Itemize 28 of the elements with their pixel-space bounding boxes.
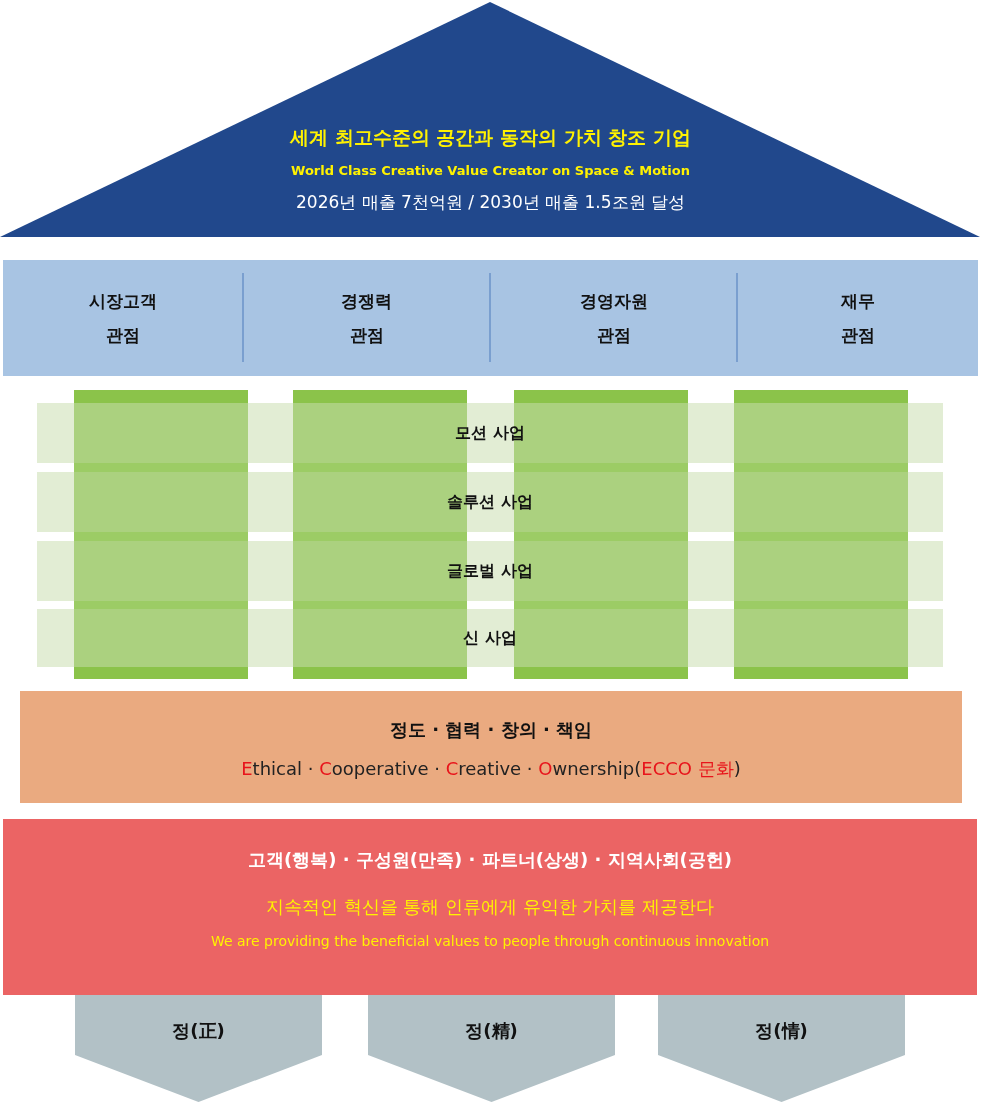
- business-label: 글로벌 사업: [447, 560, 533, 582]
- perspective-band: [3, 260, 978, 376]
- vision-text: 세계 최고수준의 공간과 동작의 가치 창조 기업: [290, 124, 691, 150]
- perspective-label: 재무 관점: [840, 290, 875, 347]
- perspective-label: 경영자원 관점: [579, 290, 648, 347]
- mission-text: 지속적인 혁신을 통해 인류에게 유익한 가치를 제공한다: [265, 894, 715, 919]
- business-row: [37, 403, 943, 463]
- principle-label: 정(精): [465, 1018, 518, 1043]
- values-text: 정도 · 협력 · 창의 · 책임: [389, 717, 593, 742]
- principle-label: 정(正): [172, 1018, 225, 1043]
- business-label: 신 사업: [463, 627, 517, 649]
- vision-text: World Class Creative Value Creator on Space & Motion: [291, 162, 690, 181]
- principle-label: 정(情): [755, 1018, 808, 1043]
- business-label: 모션 사업: [455, 422, 525, 444]
- business-row: [37, 472, 943, 532]
- mission-text: 고객(행복) · 구성원(만족) · 파트너(상생) · 지역사회(공헌): [248, 847, 732, 872]
- business-row: [37, 541, 943, 601]
- mission-band: [3, 819, 977, 995]
- values-text: Ethical · Cooperative · Creative · Ownership(ECCO 문화): [241, 756, 741, 781]
- business-row: [37, 609, 943, 667]
- pillar-bar: [74, 390, 248, 679]
- perspective-label: 시장고객 관점: [89, 290, 157, 347]
- target-text: 2026년 매출 7천억원 / 2030년 매출 1.5조원 달성: [296, 191, 685, 215]
- pillar-bar: [734, 390, 908, 679]
- mission-text: We are providing the beneficial values to people through continuous innovation: [210, 931, 770, 951]
- perspective-label: 경쟁력 관점: [341, 290, 392, 347]
- business-label: 솔루션 사업: [447, 491, 533, 513]
- values-band: [20, 691, 962, 803]
